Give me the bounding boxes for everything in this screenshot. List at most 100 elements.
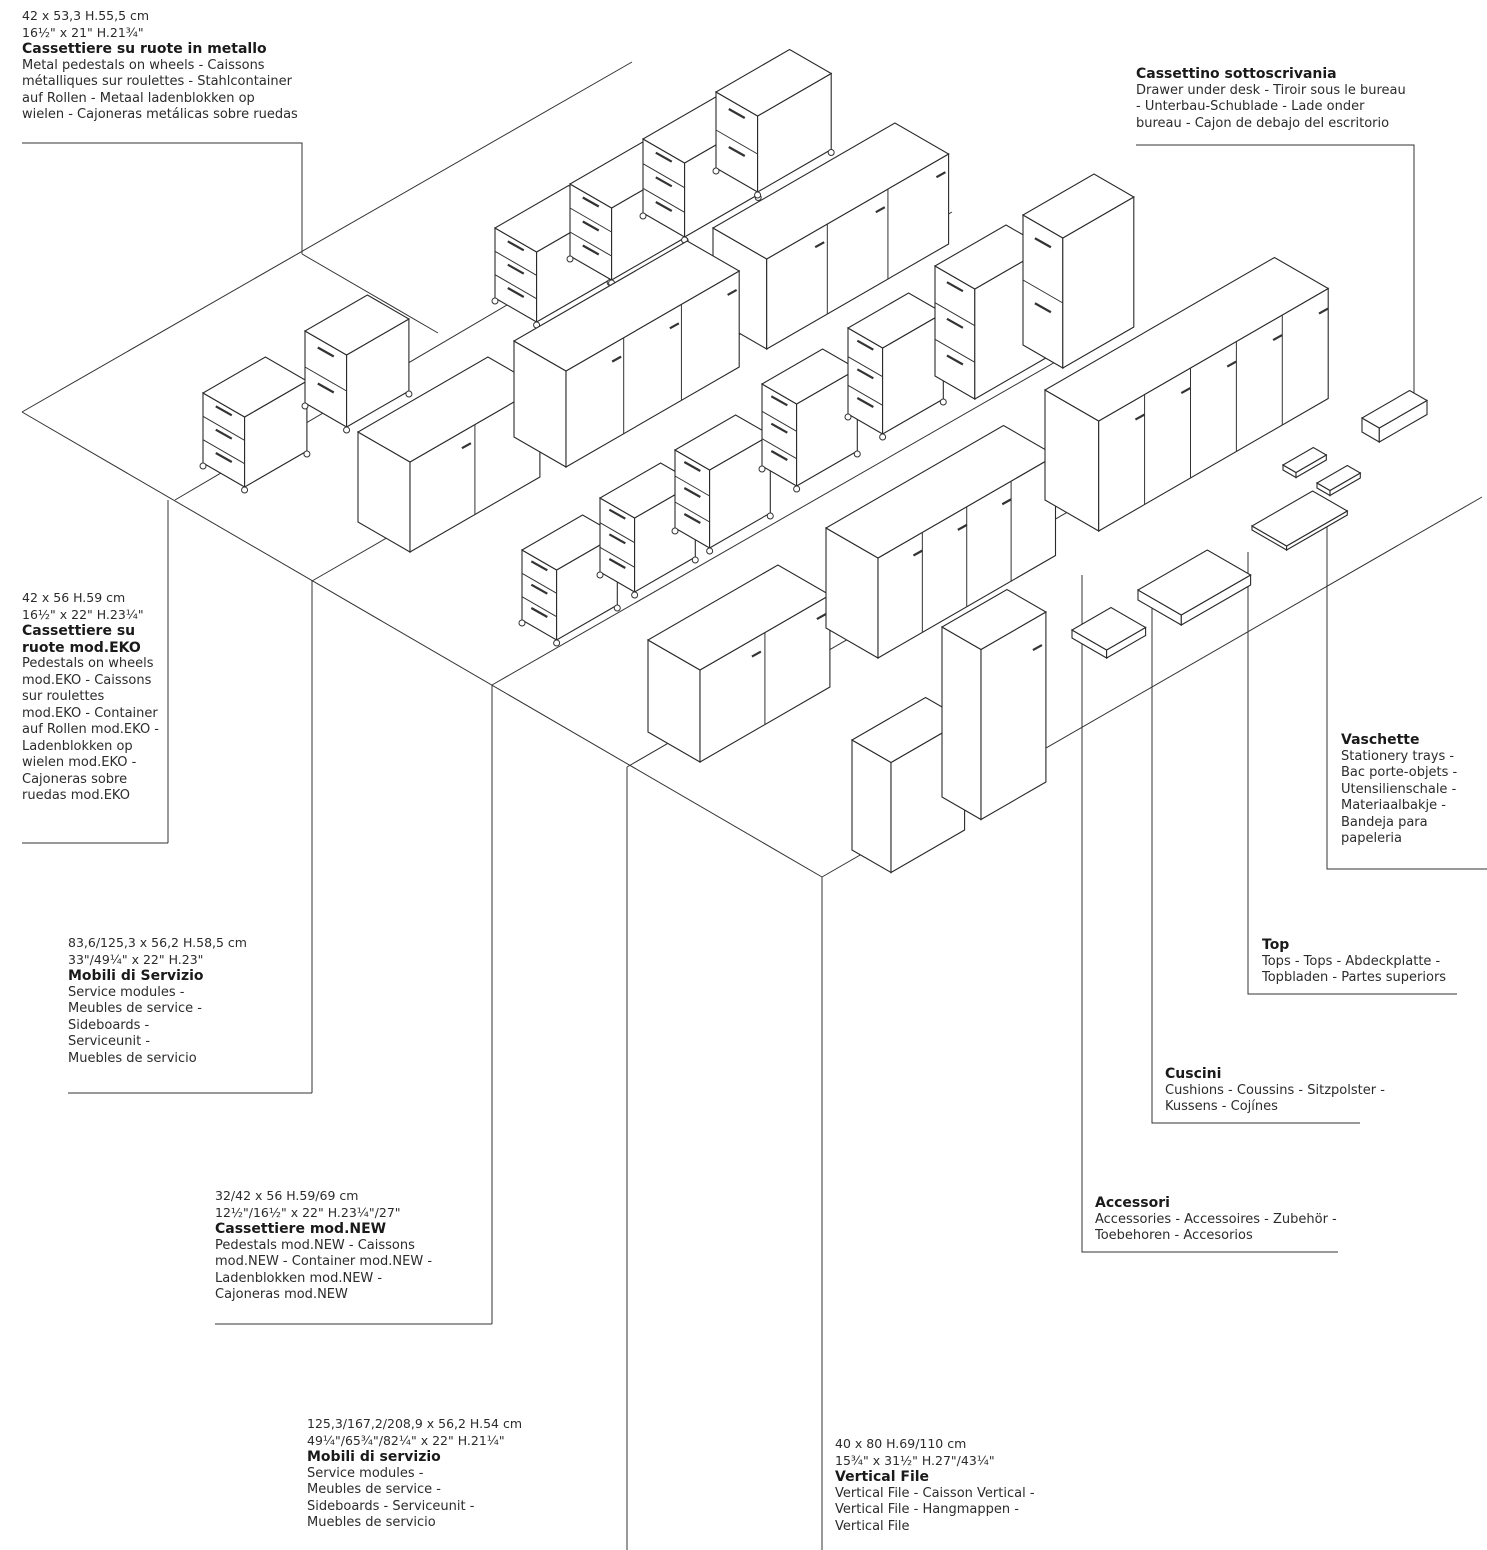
desc-line: Muebles de servicio	[68, 1050, 197, 1066]
stationery-tray	[1281, 446, 1328, 479]
top-panel	[1136, 549, 1252, 626]
desc-line: Toebehoren - Accesorios	[1095, 1228, 1253, 1243]
door-handle	[1226, 360, 1237, 368]
door-handle	[1272, 334, 1283, 342]
wheel	[766, 512, 774, 520]
desc-line: métalliques sur roulettes - Stahlcontain…	[22, 74, 292, 89]
door-handle	[814, 241, 825, 249]
drawer-divider	[674, 475, 710, 497]
desc-line: Vertical File - Caisson Vertical -	[835, 1485, 1035, 1501]
drawer-handle	[215, 405, 233, 417]
desc-line: Drawer under desk - Tiroir sous le burea…	[1136, 82, 1406, 98]
desc-line: Meubles de service -	[307, 1482, 441, 1497]
title: Cassettino sottoscrivania	[1136, 66, 1337, 82]
new-pedestal	[758, 348, 861, 493]
desc-line: Ladenblokken op	[22, 738, 133, 754]
wheel	[199, 462, 207, 470]
title: Top	[1262, 937, 1290, 953]
title: Cassettiere mod.NEW	[215, 1221, 387, 1237]
wheel	[241, 486, 249, 494]
wheel	[405, 390, 413, 398]
dimension-cm: 42 x 53,3 H.55,5 cm	[22, 8, 150, 23]
drawer-divider	[1022, 279, 1064, 304]
drawer-handle	[317, 382, 335, 394]
wheel	[301, 402, 309, 410]
drawer-handle	[507, 263, 525, 275]
wheel	[706, 547, 714, 555]
desc-line: Accessories - Accessoires - Zubehör -	[1095, 1211, 1337, 1227]
desc-line: Utensilienschale -	[1341, 781, 1457, 797]
wheel	[853, 450, 861, 458]
dimension-in: 16½" x 21" H.21¾"	[22, 24, 144, 40]
wheel	[939, 398, 947, 406]
top-face	[1070, 606, 1147, 651]
drawer-handle	[946, 354, 964, 366]
drawer-divider	[642, 163, 685, 189]
top-face	[1250, 490, 1349, 547]
door-handle	[1032, 644, 1043, 652]
desc-line: auf Rollen - Metaal ladenblokken op	[22, 90, 255, 106]
new-pedestal	[671, 414, 774, 555]
drawer-handle	[655, 201, 673, 212]
desc-line: Vertical File	[835, 1518, 910, 1534]
drawer-divider	[202, 415, 245, 441]
drawer-handle	[770, 395, 788, 407]
drawer-handle	[1034, 237, 1052, 249]
top-face	[1043, 256, 1330, 422]
desc-line: mod.NEW - Container mod.NEW -	[215, 1254, 433, 1269]
drawer-divider	[934, 338, 976, 363]
stationery-tray	[1315, 464, 1362, 497]
top-face	[1360, 389, 1429, 429]
drawer-divider	[761, 410, 797, 432]
drawer-handle	[608, 558, 626, 569]
title: Accessori	[1095, 1195, 1170, 1211]
drawer-divider	[569, 207, 612, 233]
title: Mobili di servizio	[307, 1449, 441, 1465]
desc-line: Cajoneras mod.NEW	[215, 1287, 348, 1302]
drawer-divider	[715, 129, 758, 155]
drawer-handle	[1034, 302, 1052, 314]
door-handle	[935, 171, 946, 179]
drawer-handle	[507, 240, 525, 252]
desc-line: Tops - Tops - Abdeckplatte -	[1262, 953, 1441, 969]
desc-line: Metal pedestals on wheels - Caissons	[22, 57, 265, 73]
wheel	[844, 413, 852, 421]
desc-line: Service modules -	[68, 984, 185, 1000]
top-face	[303, 294, 410, 356]
top-face	[512, 240, 741, 372]
wheel	[518, 619, 526, 627]
drawer-handle	[215, 452, 233, 463]
top-face	[714, 48, 833, 117]
door-handle	[816, 613, 827, 621]
top-face	[1281, 446, 1328, 474]
drawer-divider	[847, 384, 883, 406]
door-handle	[611, 355, 622, 363]
desc-line: bureau - Cajon de debajo del escritorio	[1136, 115, 1390, 131]
drawer-handle	[582, 220, 600, 232]
service-module	[711, 122, 950, 350]
drawer-handle	[856, 368, 874, 380]
drawer-handle	[856, 339, 874, 351]
desc-line: Pedestals on wheels	[22, 656, 154, 671]
desc-line: Bandeja para	[1341, 814, 1428, 830]
door-handle	[1318, 307, 1329, 315]
drawer-handle	[582, 196, 600, 208]
desc-line: Kussens - Cojínes	[1165, 1099, 1278, 1114]
top-face	[1136, 549, 1252, 616]
title: Vaschette	[1341, 732, 1420, 748]
drawer-divider	[494, 250, 537, 276]
label-accessories: Accessori Accessories - Accessoires - Zu…	[1095, 1195, 1337, 1245]
wheel	[639, 212, 647, 220]
dimension-cm: 83,6/125,3 x 56,2 H.58,5 cm	[68, 935, 247, 950]
wheel	[631, 591, 639, 599]
label-service-modules-small: 83,6/125,3 x 56,2 H.58,5 cm 33"/49¼" x 2…	[68, 935, 247, 1067]
desc-line: ruedas mod.EKO	[22, 788, 130, 803]
service-module-large	[1043, 256, 1330, 532]
door-handle	[751, 650, 762, 658]
eko-pedestal	[301, 294, 413, 434]
drawer-handle	[683, 487, 701, 498]
title: Cuscini	[1165, 1066, 1222, 1082]
top-face	[1315, 464, 1362, 492]
vertical-file	[850, 696, 966, 874]
